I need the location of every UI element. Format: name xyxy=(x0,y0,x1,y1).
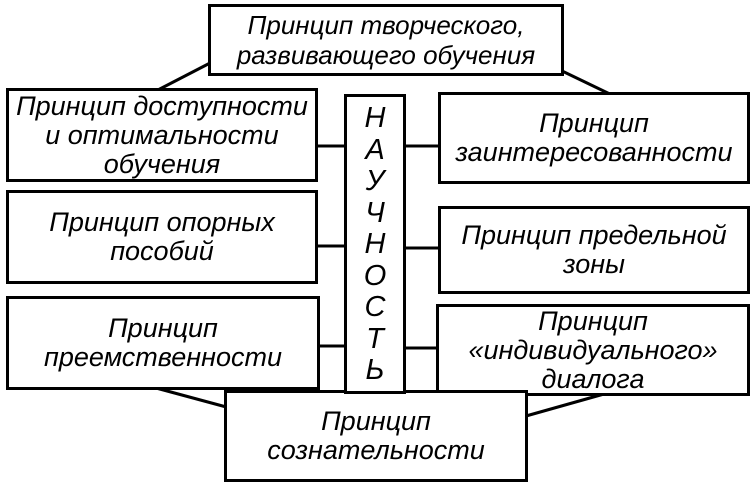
center-letter: Т xyxy=(366,322,384,355)
label-line: развивающего обучения xyxy=(236,40,536,70)
principle-label: Принцип опорных пособий xyxy=(49,208,274,266)
center-letter: Ь xyxy=(365,354,385,386)
principle-box-accessibility: Принцип доступности и оптимальности обуч… xyxy=(6,88,318,182)
principle-box-individual-dialogue: Принцип «индивидуального» диалога xyxy=(436,304,750,396)
center-letter: С xyxy=(364,291,386,323)
label-line: Принцип xyxy=(539,108,649,138)
label-line: Принцип xyxy=(108,313,218,343)
label-line: диалога xyxy=(541,363,645,394)
label-line: Принцип творческого, xyxy=(247,10,525,40)
label-line: Принцип предельной xyxy=(461,220,727,250)
center-column-scientific: Н А У Ч Н О С Т Ь xyxy=(344,94,406,394)
principle-label: Принцип сознательности xyxy=(267,407,485,465)
connector-top-left xyxy=(153,60,213,94)
center-letter: Н xyxy=(364,228,386,260)
label-line: обучения xyxy=(103,148,221,179)
principle-label: Принцип преемственности xyxy=(44,314,282,372)
center-letter: Ч xyxy=(365,196,385,229)
center-letter: У xyxy=(365,165,385,197)
label-line: и оптимальности xyxy=(45,119,279,150)
label-line: пособий xyxy=(110,236,214,266)
label-line: сознательности xyxy=(267,435,485,465)
principle-label: Принцип предельной зоны xyxy=(461,221,726,279)
connector-bottom-left xyxy=(155,386,231,410)
principle-label: Принцип «индивидуального» диалога xyxy=(468,305,718,394)
label-line: Принцип опорных xyxy=(49,207,275,237)
label-line: заинтересованности xyxy=(455,137,733,167)
center-letter: Н xyxy=(364,102,386,134)
principle-box-interest: Принцип заинтересованности xyxy=(438,92,750,184)
label-line: Принцип доступности xyxy=(16,90,308,121)
connector-bottom-right xyxy=(525,392,605,418)
label-line: преемственности xyxy=(43,342,283,372)
principle-label: Принцип доступности и оптимальности обуч… xyxy=(16,90,308,179)
principle-label: Принцип творческого, развивающего обучен… xyxy=(237,10,535,70)
label-line: «индивидуального» xyxy=(468,334,718,365)
principle-box-consciousness: Принцип сознательности xyxy=(224,390,528,482)
principle-box-continuity: Принцип преемственности xyxy=(6,296,320,390)
principle-box-creative-developing: Принцип творческого, развивающего обучен… xyxy=(208,4,564,76)
center-letter: О xyxy=(363,259,387,292)
principle-box-limit-zone: Принцип предельной зоны xyxy=(438,206,750,294)
principle-label: Принцип заинтересованности xyxy=(455,109,732,167)
label-line: Принцип xyxy=(538,305,648,336)
label-line: Принцип xyxy=(321,406,431,436)
connector-top-right xyxy=(559,68,615,98)
center-letter: А xyxy=(365,133,385,166)
label-line: зоны xyxy=(563,249,625,279)
principle-box-support-aids: Принцип опорных пособий xyxy=(6,190,318,284)
